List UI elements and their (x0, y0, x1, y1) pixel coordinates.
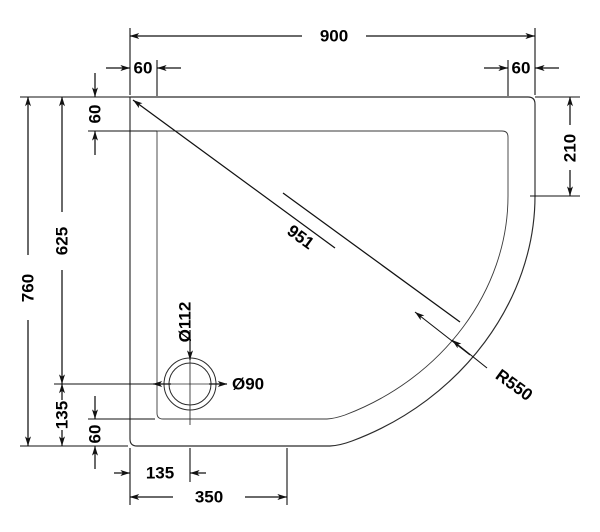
dim-label-350: 350 (195, 487, 223, 506)
dim-label-60-top-left: 60 (134, 58, 153, 77)
dim-label-60-left-top: 60 (85, 105, 104, 124)
dimension-drain-from-left: 135 (114, 448, 206, 505)
dimension-top-right-offset: 60 (484, 58, 559, 96)
dim-line-951-upper (132, 99, 336, 249)
dimension-bottom-span: 350 (129, 448, 288, 506)
dim-label-60-left-bottom: 60 (85, 425, 104, 444)
tray-inner-offset-outline (156, 130, 509, 420)
dimension-right-straight: 210 (530, 96, 580, 197)
tray-outer-outline (129, 96, 536, 447)
dim-label-760: 760 (18, 274, 37, 302)
dimension-overall-depth: 760 (18, 96, 88, 447)
waste-drain (158, 352, 222, 425)
dim-label-dia90: Ø90 (232, 374, 264, 393)
dimension-waste-inner-diameter: Ø90 (152, 374, 264, 393)
dim-label-210: 210 (560, 134, 579, 162)
dim-label-135-left: 135 (52, 401, 71, 429)
dim-label-dia112: Ø112 (175, 302, 194, 343)
dimension-left-top-offset: 60 (85, 73, 157, 155)
dim-line-951-lower (282, 192, 461, 323)
dim-label-r550: R550 (492, 365, 536, 404)
dimension-left-straight: 625 (52, 96, 155, 385)
leader-r550-outer-arrow (451, 339, 488, 369)
dim-label-135-bottom: 135 (146, 463, 174, 482)
dim-label-900: 900 (320, 26, 348, 45)
dimension-overall-width: 900 (129, 26, 536, 95)
dimension-diagonal-951: 951 (132, 99, 461, 323)
dimension-left-bottom-offset: 60 (85, 396, 155, 469)
dim-label-60-top-right: 60 (512, 58, 531, 77)
dimension-waste-outer-diameter: Ø112 (175, 302, 194, 360)
dimension-radius-r550: R550 (414, 311, 536, 405)
dim-label-951: 951 (284, 221, 318, 253)
dim-label-625: 625 (52, 227, 71, 255)
leader-r550-inner-arrow (414, 311, 471, 356)
dimension-drain-from-bottom: 135 (52, 383, 71, 446)
dimension-top-left-offset: 60 (106, 58, 181, 96)
